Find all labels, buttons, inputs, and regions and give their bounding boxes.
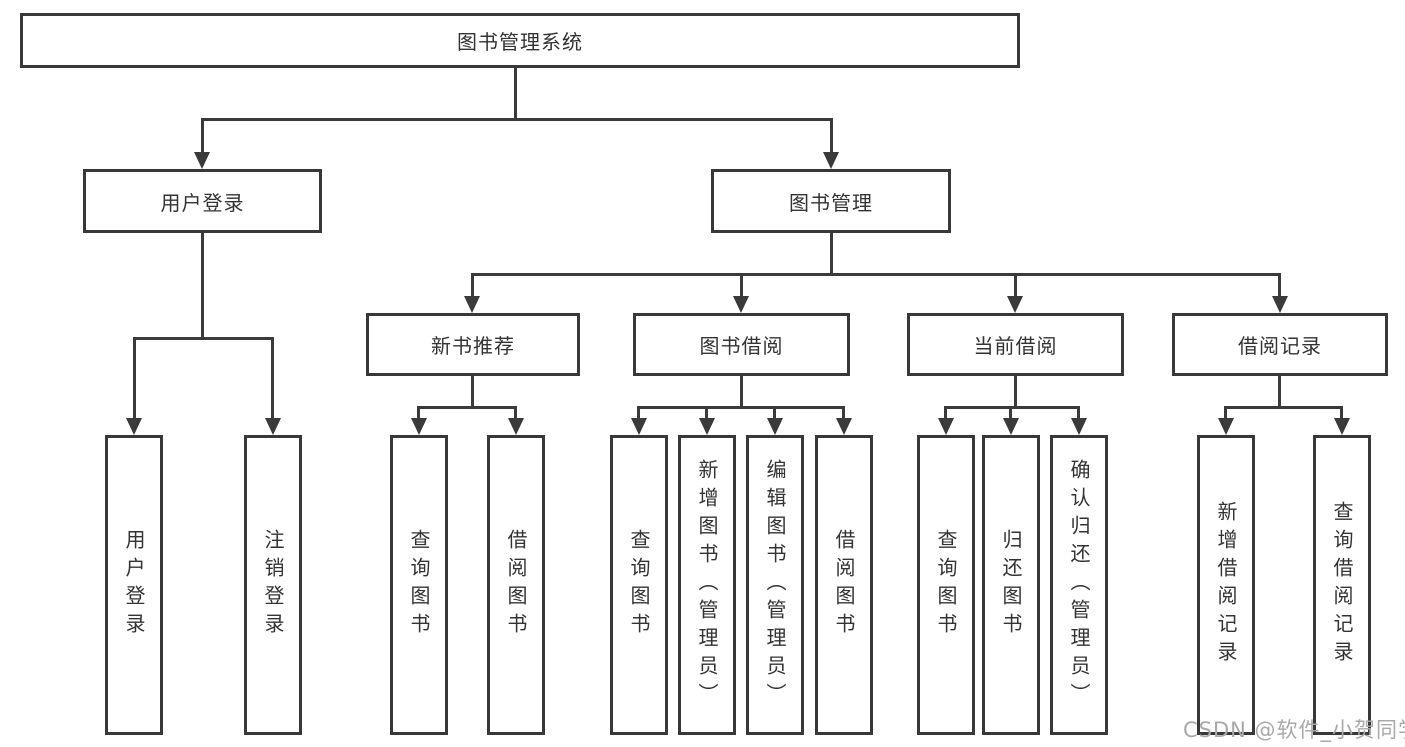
arrow-down-icon bbox=[1003, 418, 1019, 435]
leaf-query-books-recommend: 查询图书 bbox=[390, 435, 448, 735]
node-label: 新增图书（管理员） bbox=[695, 459, 719, 711]
arrow-down-icon bbox=[508, 418, 524, 435]
leaf-edit-books-admin: 编辑图书（管理员） bbox=[746, 435, 804, 735]
node-label: 确认归还（管理员） bbox=[1067, 459, 1091, 711]
node-label: 图书管理 bbox=[789, 190, 873, 215]
arrow-down-icon bbox=[1272, 296, 1288, 313]
connector-line bbox=[1014, 273, 1017, 298]
connector-line bbox=[1340, 406, 1343, 419]
leaf-borrow-books-recommend: 借阅图书 bbox=[487, 435, 545, 735]
connector-line bbox=[1014, 376, 1017, 408]
node-label: 当前借阅 bbox=[973, 334, 1058, 358]
node-label: 借阅图书 bbox=[832, 529, 856, 641]
node-label: 编辑图书（管理员） bbox=[763, 459, 787, 711]
node-new-book-recommend: 新书推荐 bbox=[366, 313, 580, 376]
leaf-query-books-current: 查询图书 bbox=[917, 435, 975, 735]
connector-line bbox=[1278, 376, 1281, 408]
leaf-user-login: 用户登录 bbox=[105, 435, 163, 735]
node-user-login-branch: 用户登录 bbox=[83, 169, 322, 233]
connector-line bbox=[944, 406, 1080, 409]
leaf-add-borrow-record: 新增借阅记录 bbox=[1197, 435, 1255, 735]
node-book-borrowing: 图书借阅 bbox=[633, 313, 850, 376]
node-label: 查询图书 bbox=[934, 529, 958, 641]
connector-line bbox=[201, 233, 204, 340]
leaf-query-borrow-record: 查询借阅记录 bbox=[1313, 435, 1371, 735]
node-label: 注销登录 bbox=[261, 529, 285, 641]
connector-line bbox=[133, 337, 136, 419]
arrow-down-icon bbox=[411, 418, 427, 435]
arrow-down-icon bbox=[464, 296, 480, 313]
arrow-down-icon bbox=[1334, 418, 1350, 435]
connector-line bbox=[944, 406, 947, 419]
leaf-add-books-admin: 新增图书（管理员） bbox=[678, 435, 736, 735]
node-label: 借阅图书 bbox=[504, 529, 528, 641]
connector-line bbox=[740, 376, 743, 408]
connector-line bbox=[705, 406, 708, 419]
arrow-down-icon bbox=[1071, 418, 1087, 435]
connector-line bbox=[830, 118, 833, 154]
node-book-management: 图书管理 bbox=[711, 169, 951, 233]
connector-line bbox=[1224, 406, 1342, 409]
connector-line bbox=[1009, 406, 1012, 419]
arrow-down-icon bbox=[767, 418, 783, 435]
connector-line bbox=[417, 406, 420, 419]
node-label: 新增借阅记录 bbox=[1214, 501, 1238, 669]
node-label: 用户登录 bbox=[160, 190, 245, 215]
node-label: 用户登录 bbox=[122, 529, 146, 641]
leaf-logout: 注销登录 bbox=[244, 435, 302, 735]
connector-line bbox=[1224, 406, 1227, 419]
arrow-down-icon bbox=[194, 152, 210, 169]
arrow-down-icon bbox=[1218, 418, 1234, 435]
arrow-down-icon bbox=[126, 418, 142, 435]
connector-line bbox=[471, 273, 474, 298]
connector-line bbox=[514, 406, 517, 419]
leaf-confirm-return-admin: 确认归还（管理员） bbox=[1050, 435, 1108, 735]
leaf-borrow-books: 借阅图书 bbox=[815, 435, 873, 735]
connector-line bbox=[842, 406, 845, 419]
node-label: 查询借阅记录 bbox=[1330, 501, 1354, 669]
connector-line bbox=[201, 118, 204, 154]
connector-line bbox=[471, 273, 1281, 276]
connector-line bbox=[637, 406, 845, 409]
connector-line bbox=[133, 337, 274, 340]
node-label: 图书借阅 bbox=[699, 334, 784, 358]
leaf-return-books: 归还图书 bbox=[982, 435, 1040, 735]
node-library-system: 图书管理系统 bbox=[20, 13, 1020, 68]
connector-line bbox=[417, 406, 517, 409]
leaf-query-books-borrow: 查询图书 bbox=[610, 435, 668, 735]
arrow-down-icon bbox=[938, 418, 954, 435]
arrow-down-icon bbox=[733, 296, 749, 313]
node-label: 归还图书 bbox=[999, 529, 1023, 641]
connector-line bbox=[740, 273, 743, 298]
node-borrow-records: 借阅记录 bbox=[1172, 313, 1388, 376]
node-label: 图书管理系统 bbox=[457, 30, 583, 54]
connector-line bbox=[1278, 273, 1281, 298]
node-label: 新书推荐 bbox=[431, 334, 515, 358]
arrow-down-icon bbox=[823, 152, 839, 169]
connector-line bbox=[514, 68, 517, 118]
connector-line bbox=[830, 233, 833, 275]
arrow-down-icon bbox=[836, 418, 852, 435]
node-label: 查询图书 bbox=[627, 529, 651, 641]
connector-line bbox=[201, 118, 833, 121]
csdn-watermark: CSDN @软件_小贺同学 bbox=[1183, 718, 1405, 742]
connector-line bbox=[773, 406, 776, 419]
connector-line bbox=[1077, 406, 1080, 419]
arrow-down-icon bbox=[265, 418, 281, 435]
connector-line bbox=[271, 337, 274, 419]
arrow-down-icon bbox=[699, 418, 715, 435]
arrow-down-icon bbox=[1007, 296, 1023, 313]
node-label: 借阅记录 bbox=[1238, 334, 1322, 358]
connector-line bbox=[637, 406, 640, 419]
arrow-down-icon bbox=[631, 418, 647, 435]
node-current-borrowing: 当前借阅 bbox=[907, 313, 1124, 376]
connector-line bbox=[471, 376, 474, 408]
node-label: 查询图书 bbox=[407, 529, 431, 641]
